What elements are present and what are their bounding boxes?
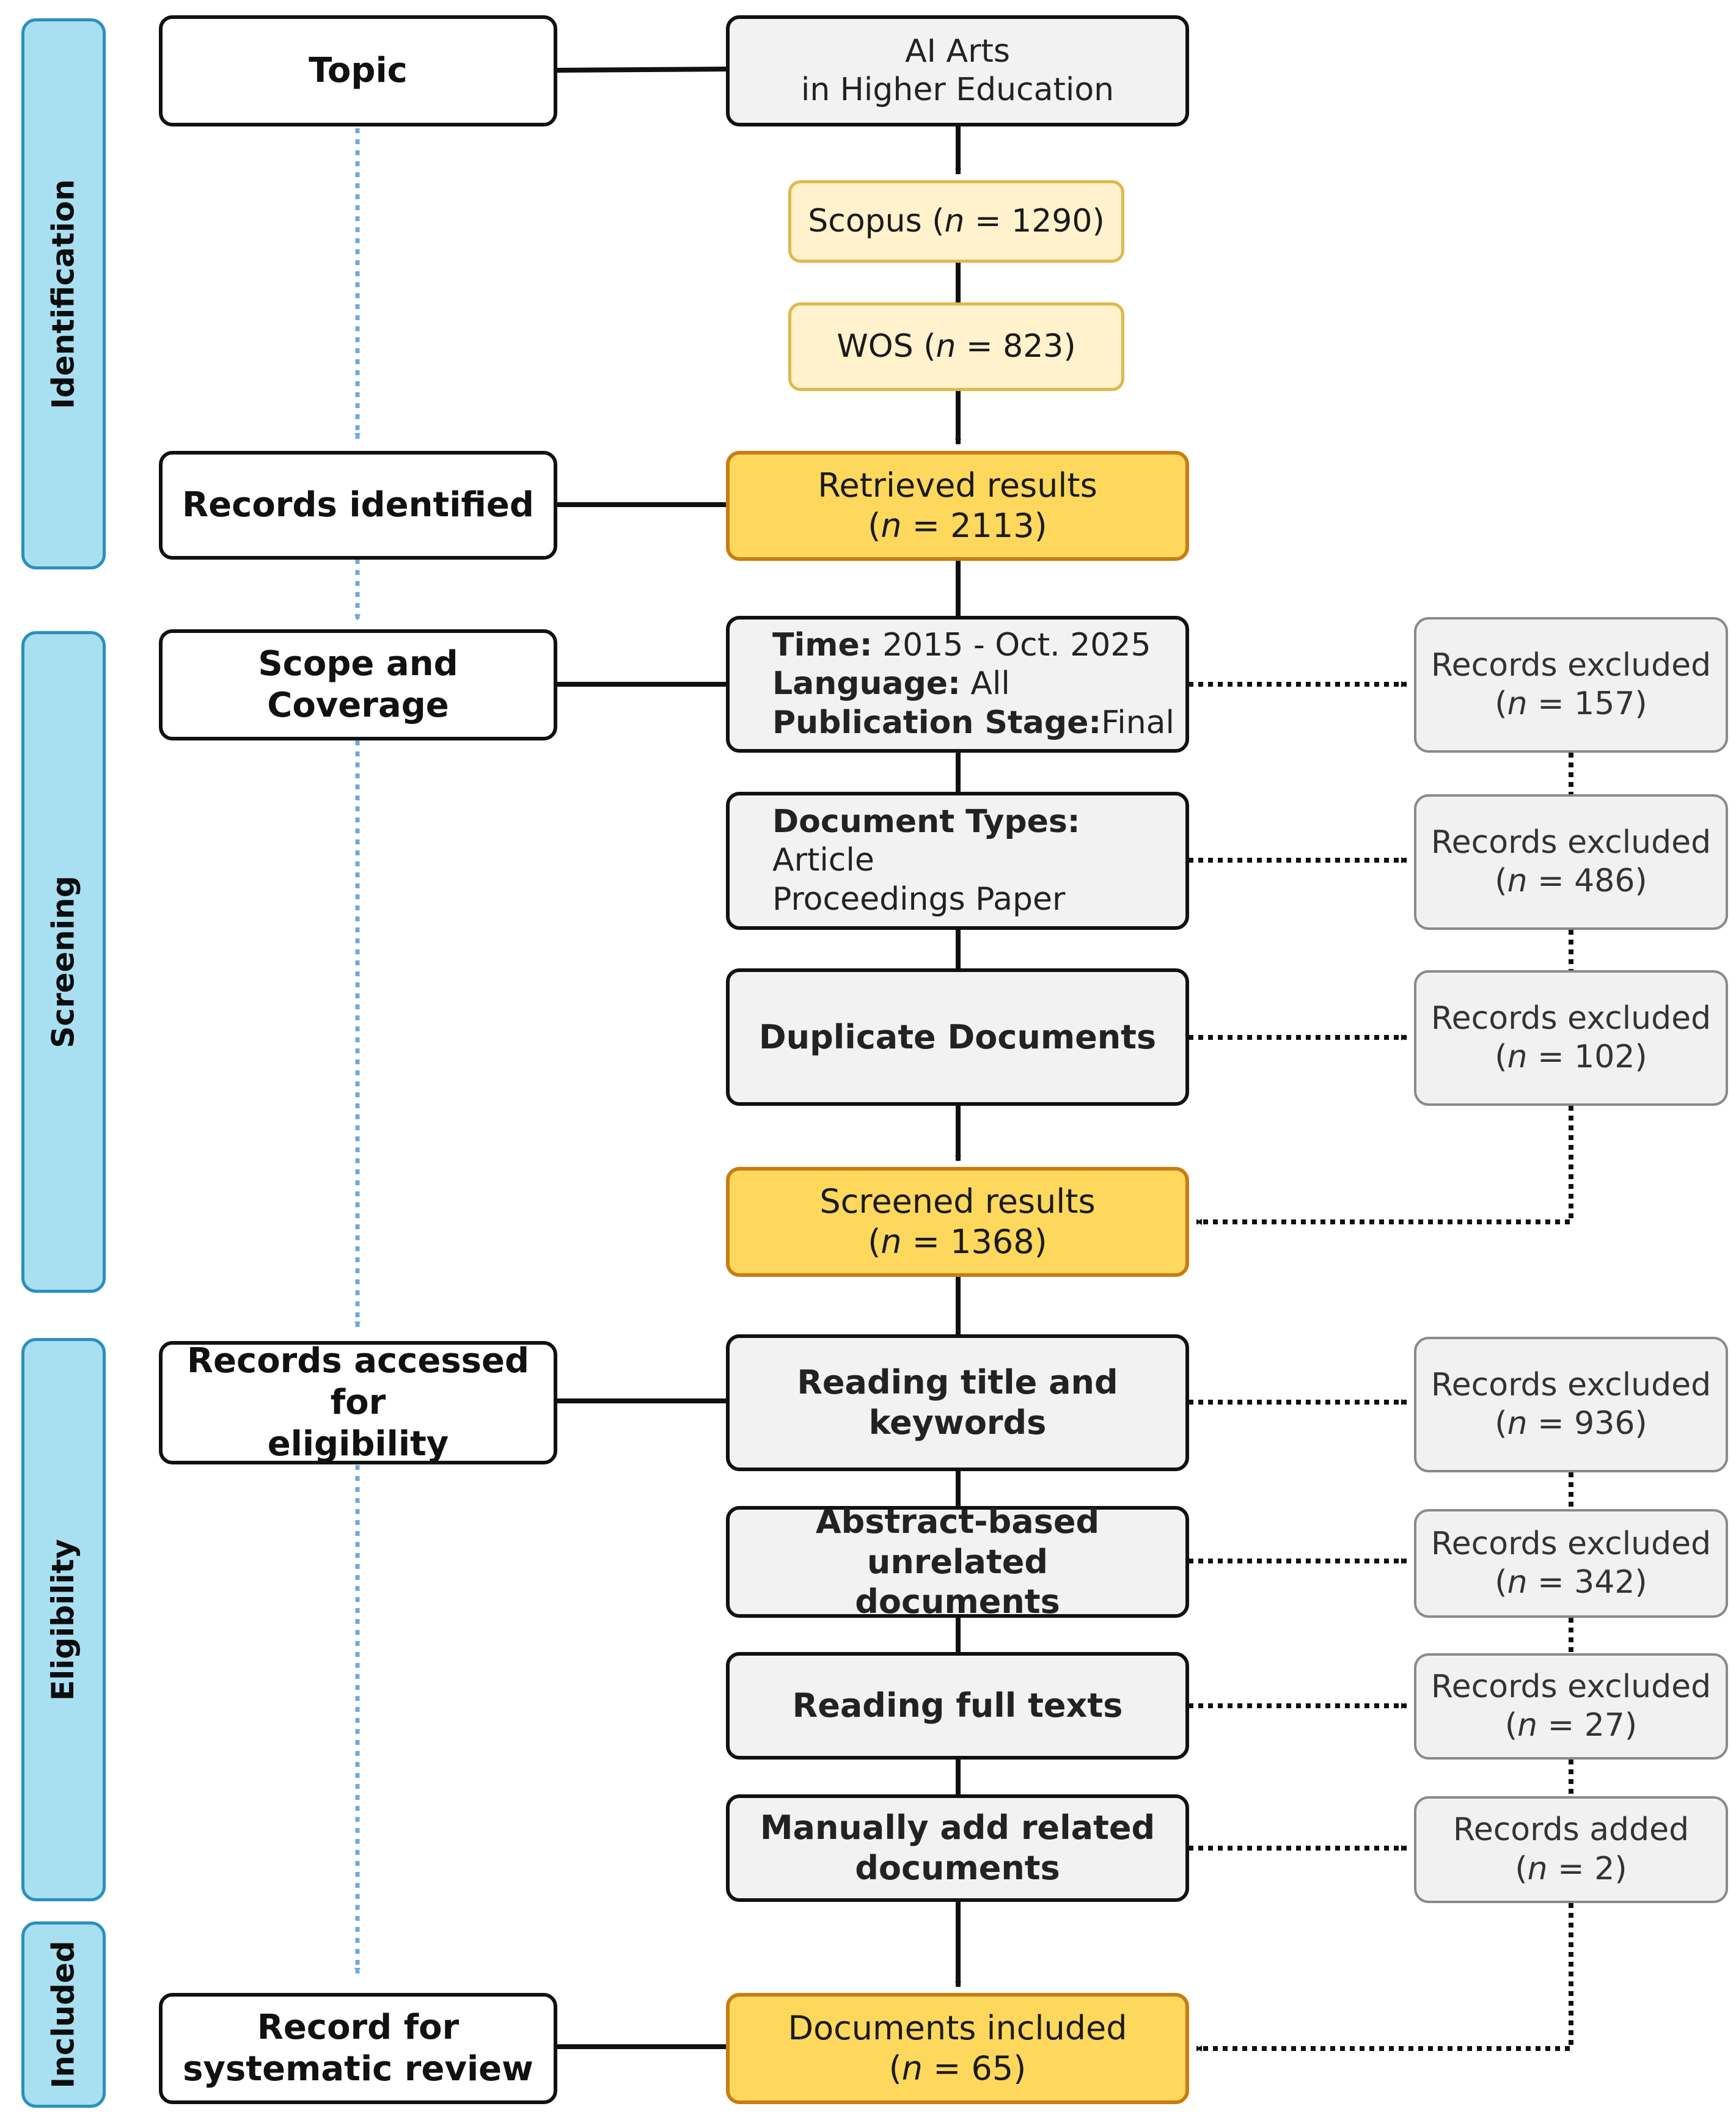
- side-links: [1196, 753, 1573, 2052]
- abstract-unrelated-box: Abstract-based unrelated documents: [726, 1502, 1189, 1621]
- phase-screening: Screening: [21, 631, 106, 1293]
- wos-box: WOS (n = 823): [788, 302, 1124, 391]
- reading-full-texts-box: Reading full texts: [726, 1652, 1189, 1760]
- arrow-added-to-included: [1196, 1903, 1573, 2052]
- documents-included-box: Documents included (n = 65): [726, 1993, 1189, 2104]
- exclusion-arrows: [1188, 681, 1407, 1851]
- excluded-scope-box: Records excluded (n = 157): [1414, 617, 1728, 753]
- topic-value-box: AI Arts in Higher Education: [726, 15, 1189, 126]
- scope-coverage-box: Scope and Coverage: [159, 629, 557, 740]
- retrieved-results-box: Retrieved results (n = 2113): [726, 451, 1189, 561]
- excluded-full-texts-box: Records excluded (n = 27): [1414, 1653, 1728, 1760]
- manually-add-box: Manually add related documents: [726, 1794, 1189, 1902]
- arrow-excluded-to-screened: [1196, 1106, 1573, 1225]
- phase-eligibility: Eligibility: [21, 1338, 106, 1901]
- excluded-doc-types-box: Records excluded (n = 486): [1414, 794, 1728, 930]
- records-added-box: Records added (n = 2): [1414, 1796, 1728, 1903]
- row-connectors: [555, 67, 728, 2049]
- duplicate-documents-box: Duplicate Documents: [726, 968, 1189, 1106]
- scope-criteria-box: Time: 2015 - Oct. 2025 Language: All Pub…: [726, 616, 1189, 753]
- topic-box: Topic: [159, 15, 557, 126]
- phase-identification: Identification: [21, 18, 106, 569]
- screened-results-box: Screened results (n = 1368): [726, 1167, 1189, 1277]
- records-accessed-box: Records accessed for eligibility: [159, 1341, 557, 1464]
- excluded-duplicates-box: Records excluded (n = 102): [1414, 970, 1728, 1106]
- phase-included: Included: [21, 1921, 106, 2108]
- excluded-title-box: Records excluded (n = 936): [1414, 1337, 1728, 1472]
- reading-title-box: Reading title and keywords: [726, 1334, 1189, 1471]
- scopus-box: Scopus (n = 1290): [788, 180, 1124, 263]
- records-identified-box: Records identified: [159, 451, 557, 560]
- document-types-box: Document Types: Article Proceedings Pape…: [726, 792, 1189, 930]
- excluded-abstract-box: Records excluded (n = 342): [1414, 1509, 1728, 1618]
- record-review-box: Record for systematic review: [159, 1993, 557, 2104]
